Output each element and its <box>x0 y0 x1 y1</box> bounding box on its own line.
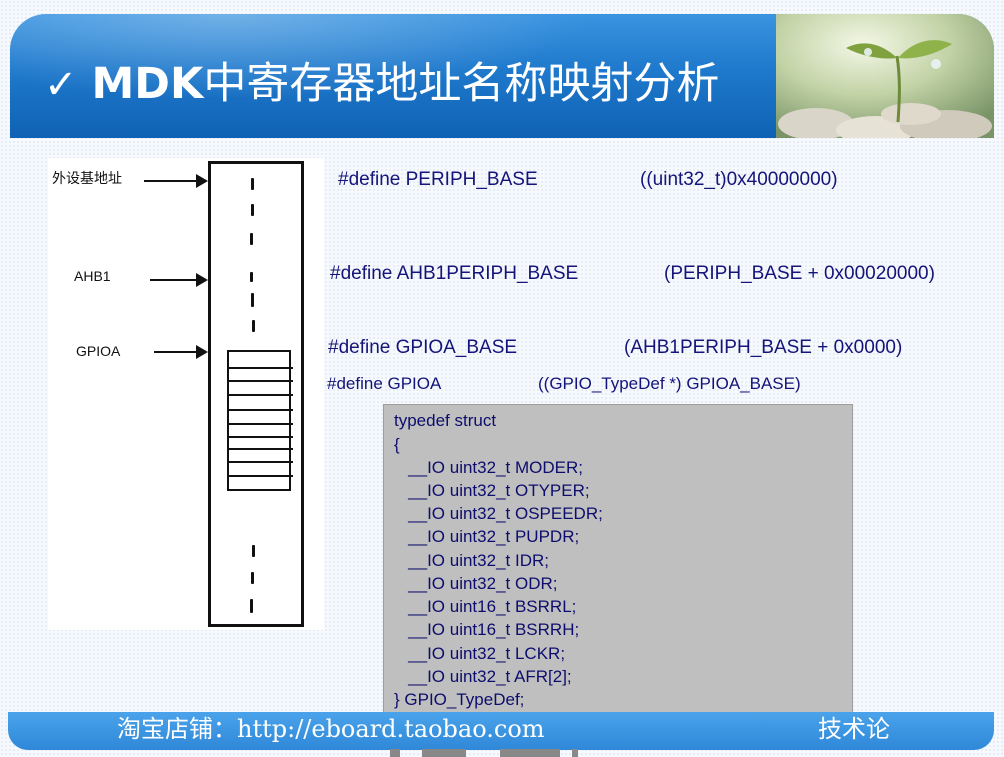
gap-dash <box>250 272 253 282</box>
gpio-typedef-code-box: typedef struct { __IO uint32_t MODER; __… <box>383 404 853 716</box>
code-line: __IO uint16_t BSRRH; <box>394 620 580 639</box>
gap-dash <box>252 320 255 332</box>
register-divider <box>229 394 293 396</box>
gap-dash <box>251 204 254 216</box>
arrow-ahb1 <box>150 279 198 281</box>
code-line: __IO uint32_t ODR; <box>394 574 558 593</box>
define-gpioa-base-value: (AHB1PERIPH_BASE + 0x0000) <box>624 337 903 358</box>
label-ahb1: AHB1 <box>74 268 111 284</box>
gap-dash <box>251 572 254 584</box>
register-divider <box>229 461 293 463</box>
register-divider <box>229 367 293 369</box>
arrow-peripheral-base <box>144 180 198 182</box>
define-periph-base-value: ((uint32_t)0x40000000) <box>640 169 838 190</box>
footer-partial-strip <box>360 749 640 757</box>
register-divider <box>229 380 293 382</box>
register-divider <box>229 409 293 411</box>
arrow-head-icon <box>196 273 208 287</box>
define-gpioa-base-name: #define GPIOA_BASE <box>328 337 518 358</box>
define-gpioa-name: #define GPIOA <box>327 374 442 393</box>
code-line: { <box>394 435 400 454</box>
slide-title: ✓ MDK中寄存器地址名称映射分析 <box>44 0 719 124</box>
sprout-photo <box>776 14 994 138</box>
title-mdk: MDK <box>91 59 204 109</box>
checkmark-icon: ✓ <box>44 62 78 108</box>
code-line: __IO uint32_t LCKR; <box>394 644 566 663</box>
gap-dash <box>252 545 255 557</box>
gap-dash <box>251 293 254 307</box>
define-gpioa-value: ((GPIO_TypeDef *) GPIOA_BASE) <box>538 374 801 393</box>
code-line: } GPIO_TypeDef; <box>394 690 525 709</box>
arrow-head-icon <box>196 174 208 188</box>
code-line: __IO uint16_t BSRRL; <box>394 597 577 616</box>
code-line: __IO uint32_t AFR[2]; <box>394 667 572 686</box>
register-divider <box>229 475 293 477</box>
register-divider <box>229 423 293 425</box>
arrow-head-icon <box>196 345 208 359</box>
gap-dash <box>251 178 254 190</box>
gap-dash <box>250 599 253 613</box>
code-line: __IO uint32_t MODER; <box>394 458 583 477</box>
footer-shop-url[interactable]: 淘宝店铺：http://eboard.taobao.com <box>117 715 545 743</box>
register-divider <box>229 436 293 438</box>
code-line: __IO uint32_t PUPDR; <box>394 527 580 546</box>
define-periph-base-name: #define PERIPH_BASE <box>338 169 538 190</box>
define-ahb1-base-name: #define AHB1PERIPH_BASE <box>330 263 579 284</box>
label-gpioa: GPIOA <box>76 343 121 359</box>
register-divider <box>229 448 293 450</box>
gap-dash <box>250 233 253 245</box>
footer-forum-text: 技术论 <box>818 715 890 743</box>
label-peripheral-base: 外设基地址 <box>52 170 122 186</box>
arrow-gpioa <box>154 351 198 353</box>
title-rest: 中寄存器地址名称映射分析 <box>203 59 720 109</box>
code-line: __IO uint32_t OSPEEDR; <box>394 504 603 523</box>
footer-bar <box>8 712 994 750</box>
gpioa-register-block <box>227 350 293 491</box>
define-ahb1-base-value: (PERIPH_BASE + 0x00020000) <box>664 263 935 284</box>
code-line: typedef struct <box>394 411 497 430</box>
code-line: __IO uint32_t OTYPER; <box>394 481 590 500</box>
code-line: __IO uint32_t IDR; <box>394 551 549 570</box>
